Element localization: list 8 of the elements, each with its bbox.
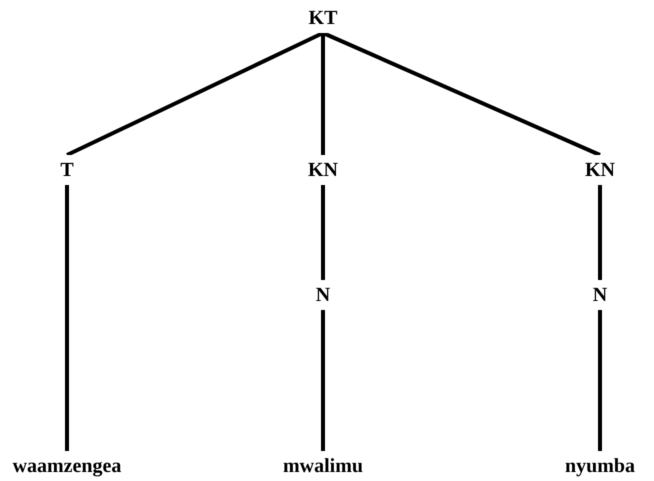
tree-branch-line	[598, 310, 602, 451]
tree-branch-line	[321, 33, 325, 155]
tree-branch-line	[66, 31, 324, 157]
tree-branch-line	[321, 185, 325, 280]
tree-branch-line	[598, 185, 602, 280]
tree-branch-line	[321, 310, 325, 451]
tree-branch-line	[322, 31, 601, 157]
tree-branch-line	[65, 185, 69, 451]
